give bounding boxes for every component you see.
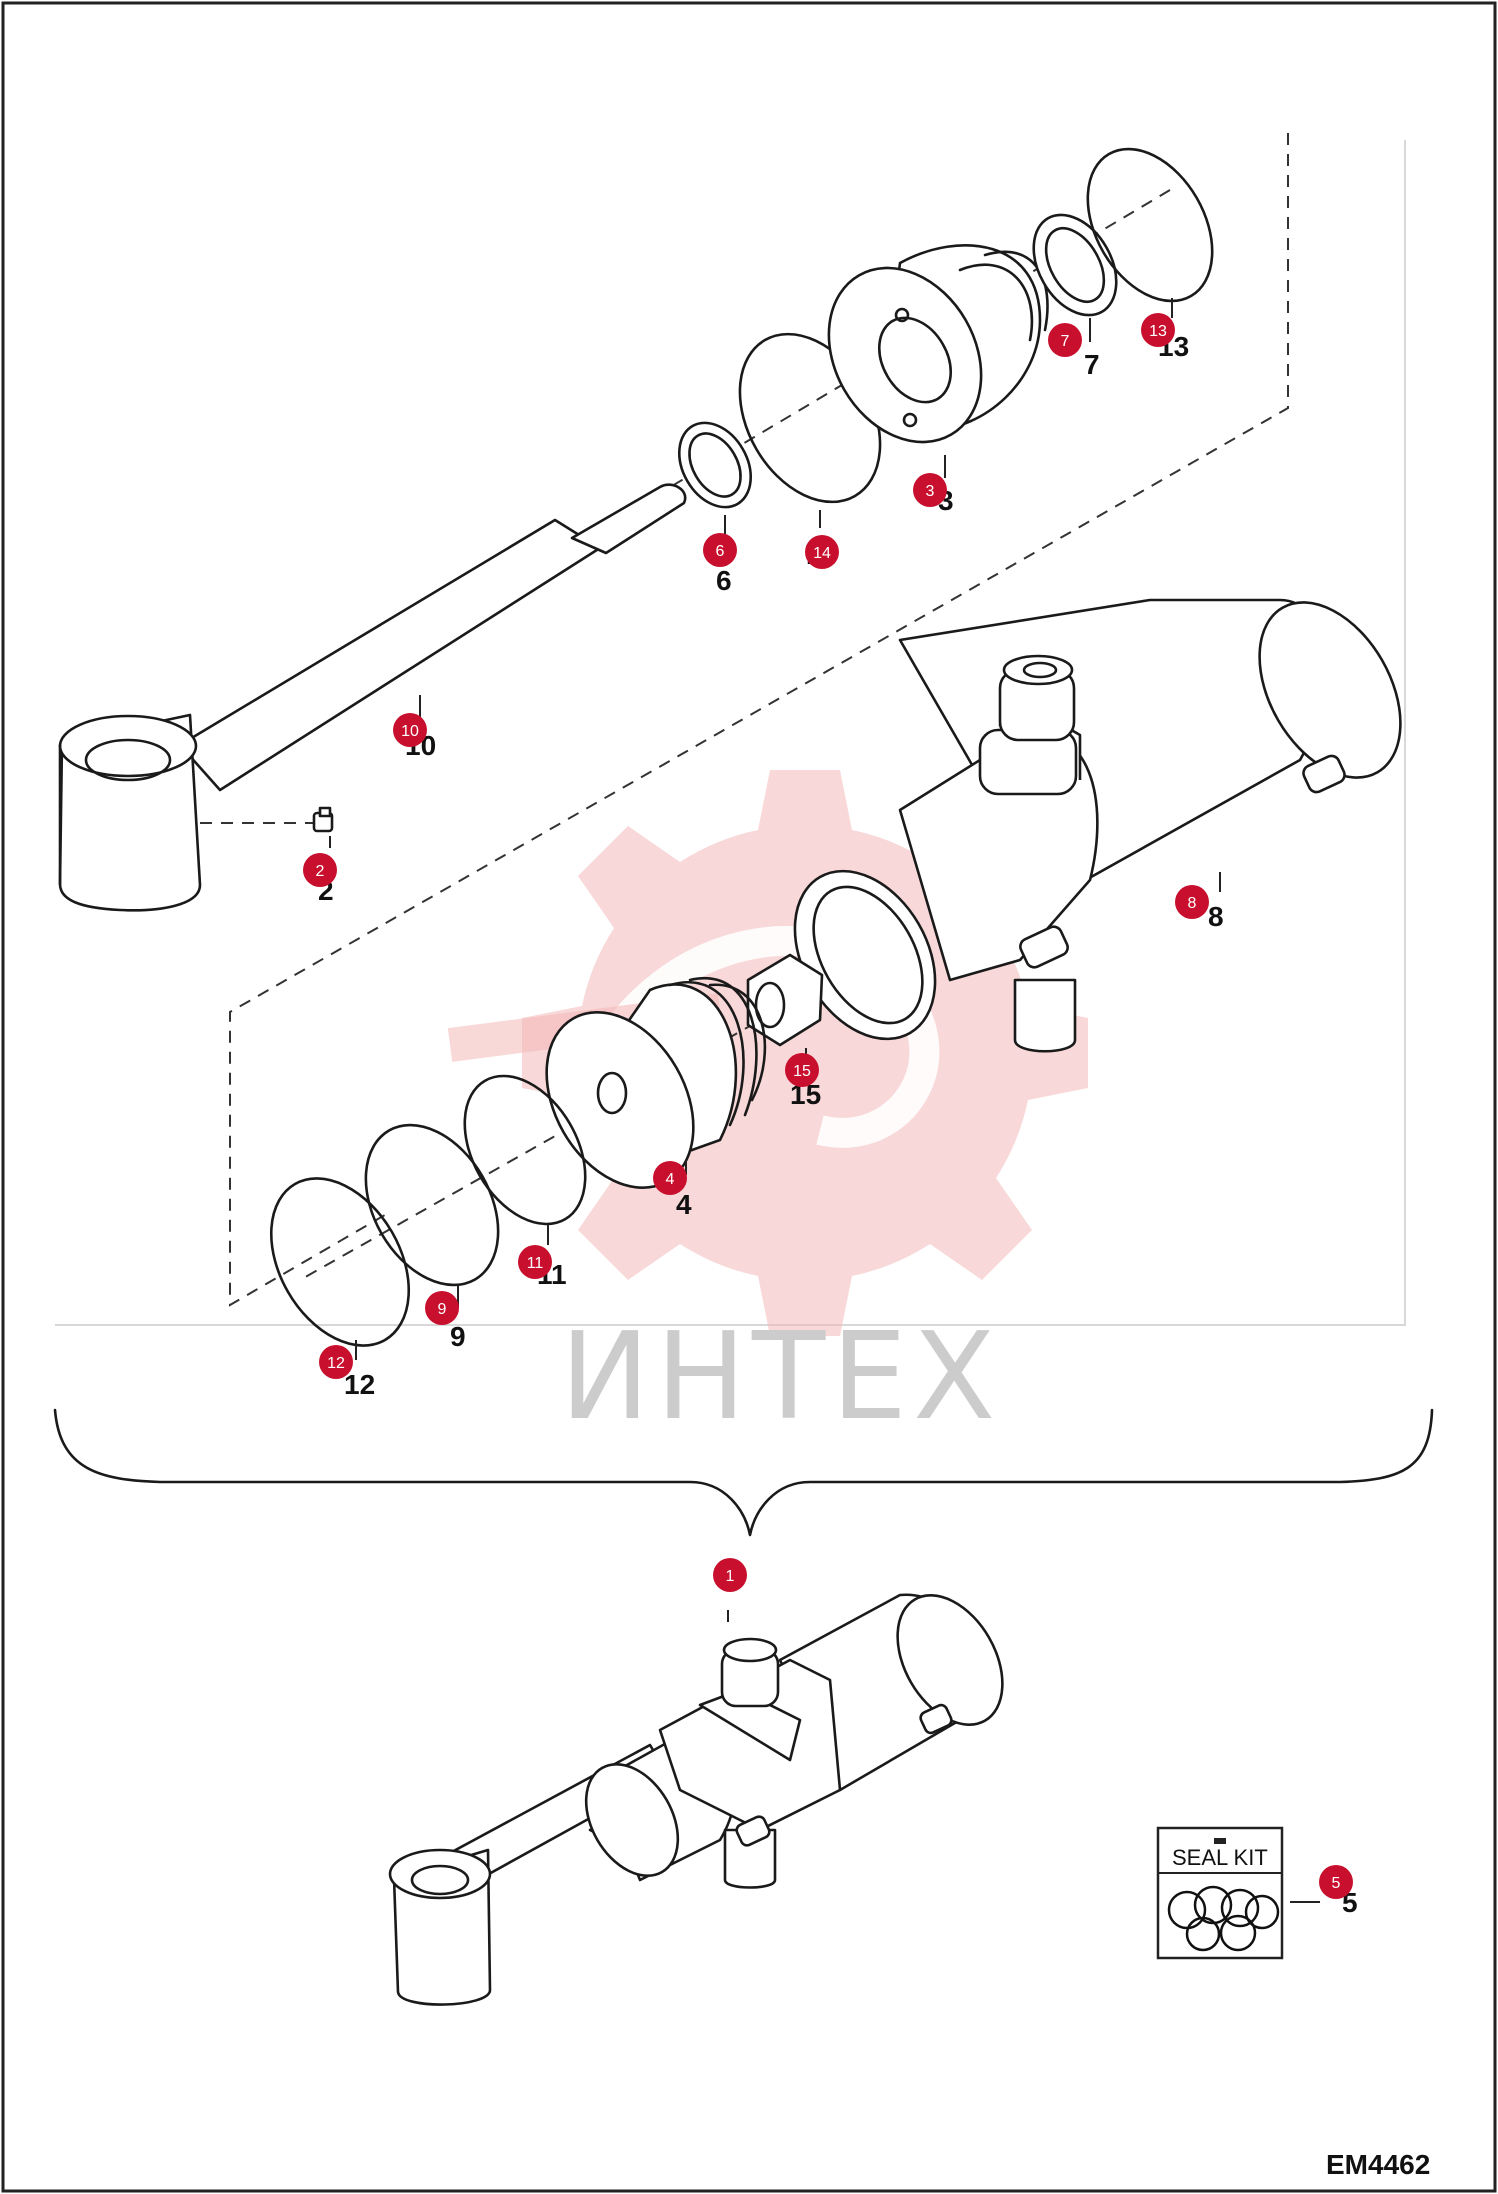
svg-text:15: 15	[793, 1063, 811, 1080]
seal-kit-label: SEAL KIT	[1172, 1845, 1268, 1870]
svg-text:6: 6	[716, 543, 725, 560]
svg-text:3: 3	[926, 483, 935, 500]
cylinder-barrel	[793, 598, 1402, 1053]
part-number-9: 9	[450, 1321, 466, 1352]
svg-text:8: 8	[1188, 895, 1197, 912]
assembled-cylinder	[388, 1593, 1004, 2006]
dashed-alignment-upper	[229, 133, 1289, 1307]
part-number-12: 12	[344, 1369, 375, 1400]
piston	[545, 977, 767, 1189]
callout-badge-6[interactable]: 6	[703, 533, 737, 567]
part-number-6: 6	[716, 565, 732, 596]
svg-text:14: 14	[813, 545, 831, 562]
dashed-centerline-piston	[299, 929, 921, 1281]
callout-badge-4[interactable]: 4	[653, 1161, 687, 1195]
callout-badge-3[interactable]: 3	[913, 473, 947, 507]
svg-text:10: 10	[401, 723, 419, 740]
part-number-4: 4	[676, 1189, 692, 1220]
seal-kit-box: SEAL KIT	[1156, 1826, 1284, 1960]
group-brace	[53, 1408, 1434, 1537]
svg-text:2: 2	[316, 863, 325, 880]
svg-text:11: 11	[527, 1255, 544, 1272]
callout-badge-13[interactable]: 13	[1141, 313, 1175, 347]
watermark-text: ИНТЕХ	[560, 1308, 1001, 1447]
callout-badge-9[interactable]: 9	[425, 1291, 459, 1325]
svg-text:12: 12	[327, 1355, 345, 1372]
o-rings-icon	[1167, 1885, 1280, 1952]
svg-text:1: 1	[726, 1568, 735, 1585]
part-number-7: 7	[1084, 349, 1100, 380]
seal-ring-12	[269, 1177, 411, 1347]
callout-badge-12[interactable]: 12	[319, 1345, 353, 1379]
panel-frame	[55, 140, 1406, 1326]
svg-text:4: 4	[666, 1171, 675, 1188]
drawing-code: EM4462	[1326, 2149, 1430, 2180]
cylinder-head	[827, 244, 1049, 444]
callout-badge-2[interactable]: 2	[303, 853, 337, 887]
callout-badge-11[interactable]: 11	[518, 1245, 552, 1279]
piston-nut	[746, 953, 824, 1047]
callout-badge-14[interactable]: 14	[805, 535, 839, 569]
svg-text:9: 9	[438, 1301, 447, 1318]
callout-badge-8[interactable]: 8	[1175, 885, 1209, 919]
piston-rod	[58, 483, 687, 912]
svg-text:13: 13	[1149, 323, 1167, 340]
grease-fitting	[312, 806, 334, 833]
callout-badge-5[interactable]: 5	[1319, 1865, 1353, 1899]
callout-badge-7[interactable]: 7	[1048, 323, 1082, 357]
seal-ring-9	[364, 1123, 500, 1287]
svg-text:7: 7	[1061, 333, 1070, 350]
o-ring-13	[1086, 147, 1214, 303]
callout-badge-10[interactable]: 10	[393, 713, 427, 747]
part-number-8: 8	[1208, 901, 1224, 932]
o-ring-11	[463, 1074, 587, 1226]
wiper-seal	[678, 421, 752, 509]
callout-badge-1[interactable]: 1	[713, 1558, 747, 1592]
callout-badge-15[interactable]: 15	[785, 1053, 819, 1087]
svg-text:5: 5	[1332, 1875, 1341, 1892]
